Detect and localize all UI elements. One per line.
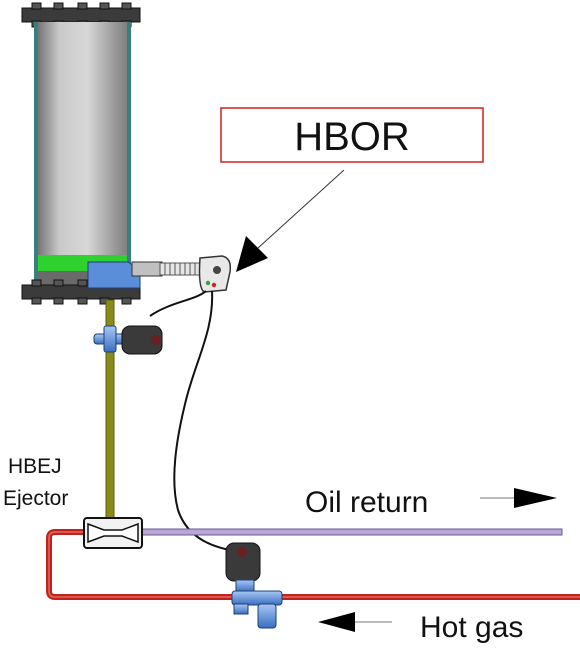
signal-cable <box>173 290 241 553</box>
oil-level-regulator-icon <box>131 255 232 293</box>
hbej-label-line2: Ejector <box>3 487 68 510</box>
hbor-label-box <box>220 107 484 163</box>
hbej-label-line1: HBEJ <box>8 455 62 478</box>
hbor-label: HBOR <box>294 115 410 159</box>
vessel-icon <box>21 2 141 305</box>
top-flange <box>21 7 141 23</box>
vessel-body <box>36 22 129 284</box>
oil-return-arrowhead <box>514 488 557 508</box>
solenoid-valve-icon <box>93 325 163 355</box>
hbor-pointer-arrowhead <box>236 236 268 272</box>
hbor-pointer-line <box>257 169 345 249</box>
ejector-icon <box>83 517 143 549</box>
oil-return-label: Oil return <box>305 486 428 519</box>
hot-gas-label: Hot gas <box>420 611 523 644</box>
upper-solenoid-cable <box>149 290 207 317</box>
hot-gas-arrowhead <box>318 612 355 632</box>
regulator-stem <box>131 261 163 277</box>
regulator-bellows <box>159 262 203 276</box>
oil-return-pipe <box>139 528 563 536</box>
internal-connector <box>87 261 141 289</box>
hot-gas-solenoid-valve-icon <box>225 542 283 629</box>
